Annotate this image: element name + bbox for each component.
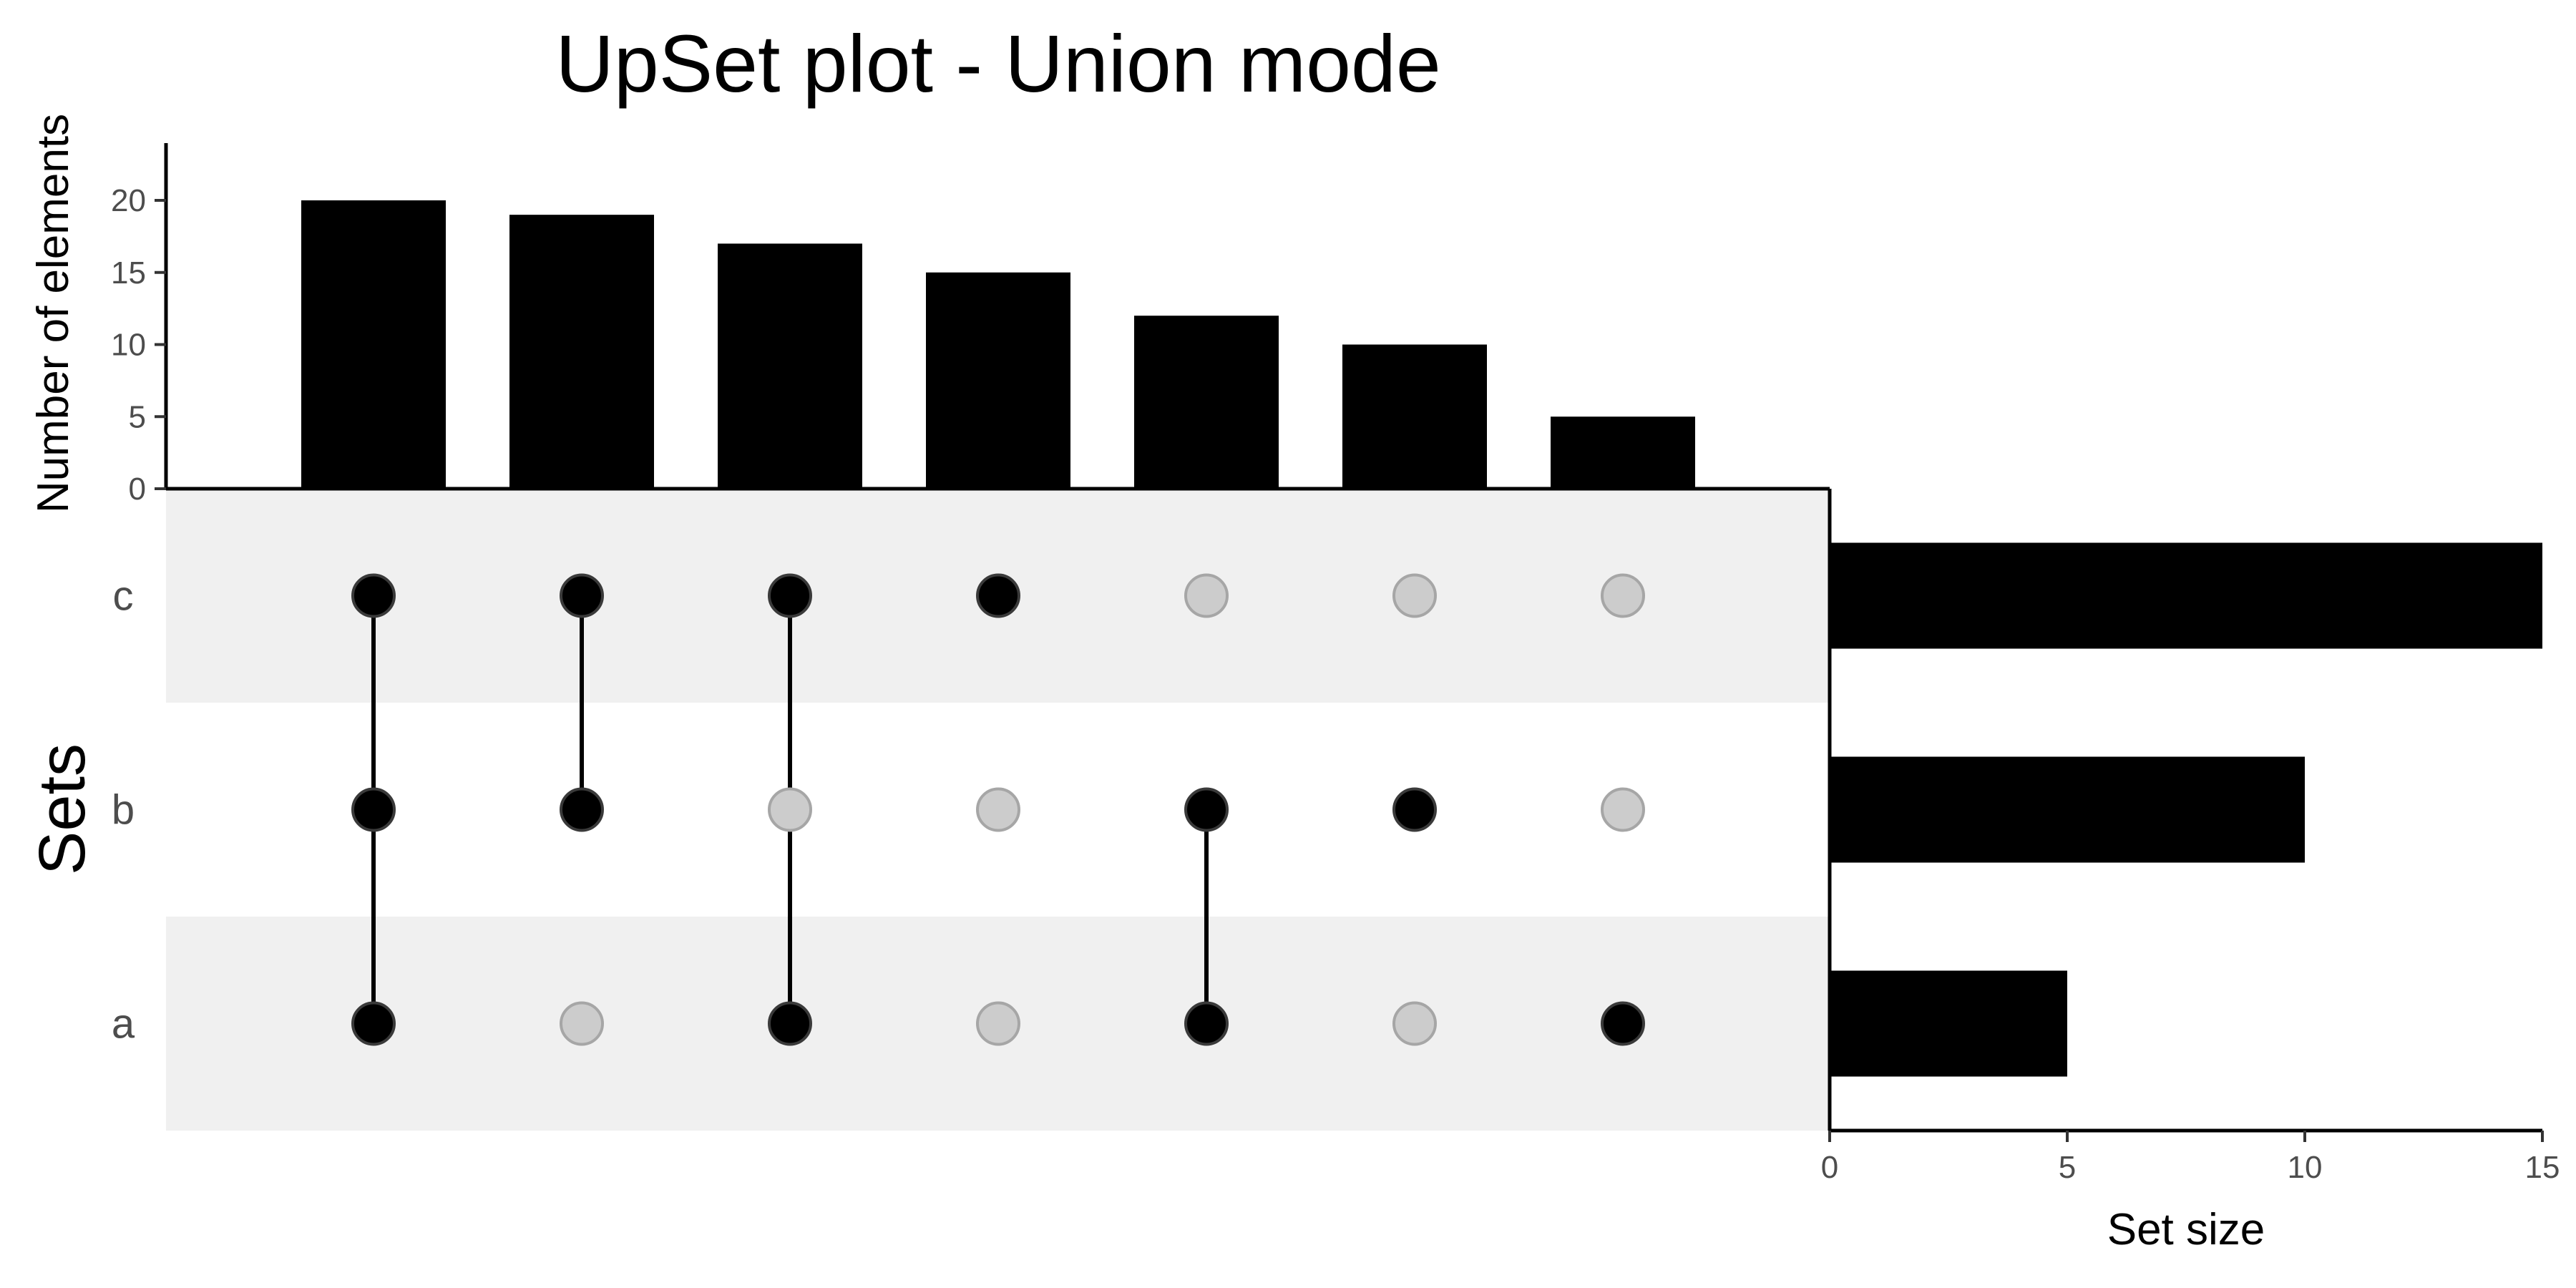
set-labels: c b a [112,573,135,1048]
intersection-bar-b-c [509,215,654,489]
matrix-dot-b-c-c-active [560,573,604,618]
matrix-dot-a-b-b-active [1184,787,1229,832]
chart-title: UpSet plot - Union mode [555,19,1440,109]
set-size-bar-a [1830,970,2067,1077]
set-size-x-axis: 0 5 10 15 [1821,489,2560,1185]
set-matrix [351,573,1645,1046]
y-tick-label-10: 10 [111,328,146,363]
matrix-dot-a-c-inactive [1601,573,1645,618]
x-tick-label-15: 15 [2525,1150,2560,1185]
intersection-bars [301,200,1695,489]
y-tick-label-15: 15 [111,255,146,291]
intersection-bar-b [1342,344,1487,489]
y-axis-title: Number of elements [29,114,78,513]
matrix-dot-a-c-b-inactive [768,787,812,832]
x-tick-label-10: 10 [2288,1150,2323,1185]
matrix-dot-a-b-a-active [1184,1001,1229,1046]
matrix-dot-b-a-inactive [1392,1001,1437,1046]
matrix-dot-c-c-active [976,573,1020,618]
y-tick-label-0: 0 [129,472,146,507]
y-tick-label-20: 20 [111,183,146,218]
set-size-bar-b [1830,756,2305,863]
matrix-dot-a-a-active [1601,1001,1645,1046]
matrix-dot-a-b-inactive [1601,787,1645,832]
x-axis-title: Set size [2107,1205,2265,1254]
matrix-dot-c-a-inactive [976,1001,1020,1046]
x-tick-label-5: 5 [2059,1150,2076,1185]
intersection-bar-a-c [718,243,862,489]
matrix-dot-a-c-a-active [768,1001,812,1046]
matrix-dot-b-c-b-active [560,787,604,832]
set-size-bar-c [1830,542,2542,649]
matrix-dot-a-b-c-b-active [351,787,396,832]
matrix-dot-b-b-active [1392,787,1437,832]
intersection-bar-c [926,272,1070,489]
matrix-dot-c-b-inactive [976,787,1020,832]
matrix-dot-b-c-inactive [1392,573,1437,618]
y-tick-label-5: 5 [129,399,146,434]
x-tick-label-0: 0 [1821,1150,1838,1185]
set-size-bars [1830,542,2542,1077]
set-label-c: c [113,573,134,620]
matrix-dot-a-b-c-c-active [351,573,396,618]
matrix-sets-title: Sets [26,743,99,875]
matrix-dot-a-c-c-active [768,573,812,618]
matrix-dot-a-b-c-inactive [1184,573,1229,618]
intersection-bar-a-b-c [301,200,446,489]
set-label-b: b [112,787,135,834]
intersection-bar-a [1551,416,1695,489]
intersection-bar-a-b [1134,316,1279,489]
set-label-a: a [112,1001,135,1048]
matrix-dot-b-c-a-inactive [560,1001,604,1046]
matrix-dot-a-b-c-a-active [351,1001,396,1046]
